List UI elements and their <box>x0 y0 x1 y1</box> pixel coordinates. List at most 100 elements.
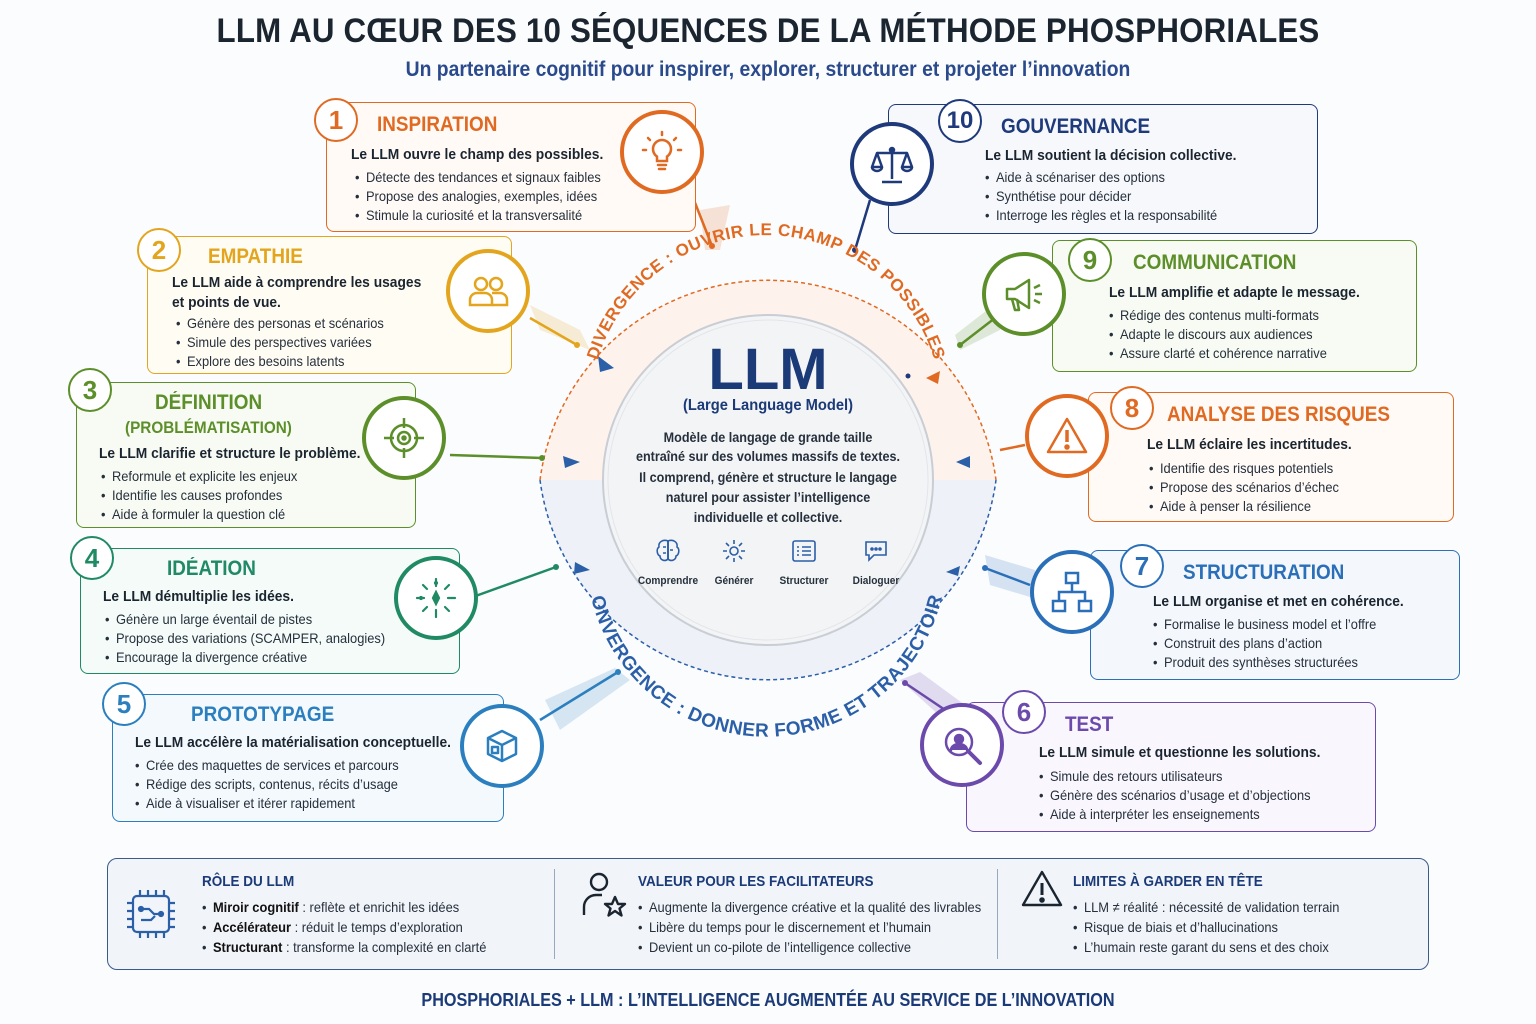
stage-icon-communication <box>982 252 1066 336</box>
cube-icon <box>486 729 518 763</box>
center-llm-fullname: (Large Language Model) <box>682 397 854 414</box>
stage-lead: Le LLM éclaire les incertitudes. <box>1147 436 1352 453</box>
stage-lead: Le LLM démultiplie les idées. <box>103 588 294 605</box>
stage-items: Détecte des tendances et signaux faibles… <box>355 168 622 225</box>
stage-item: Encourage la divergence créative <box>105 648 385 667</box>
action-structurer: Structurer <box>764 538 844 587</box>
stage-number-4: 4 <box>70 536 114 580</box>
stage-items: Crée des maquettes de services et parcou… <box>135 756 422 813</box>
stage-items: Génère un large éventail de pistes Propo… <box>105 610 409 667</box>
stage-item: Aide à interpréter les enseignements <box>1039 805 1311 824</box>
stage-item: Produit des synthèses structurées <box>1153 653 1376 672</box>
stage-lead: Le LLM accélère la matérialisation conce… <box>135 734 451 751</box>
role-item: Accélérateur : réduit le temps d’explora… <box>202 917 486 937</box>
stage-item: Interroge les règles et la responsabilit… <box>985 206 1217 225</box>
stage-items: Simule des retours utilisateurs Génère d… <box>1039 767 1334 824</box>
stage-items: Identifie des risques potentiels Propose… <box>1149 459 1355 516</box>
stage-item: Aide à scénariser des options <box>985 168 1217 187</box>
stage-item: Simule des retours utilisateurs <box>1039 767 1311 786</box>
role-title: RÔLE DU LLM <box>202 873 295 890</box>
stage-lead: Le LLM simule et questionne les solution… <box>1039 744 1321 761</box>
stage-card-communication: COMMUNICATION Le LLM amplifie et adapte … <box>1052 240 1417 372</box>
target-icon <box>384 418 424 458</box>
warning-icon <box>1021 870 1063 907</box>
convergence-arc <box>539 479 997 681</box>
megaphone-icon <box>1005 278 1042 312</box>
stage-item: Simule des perspectives variées <box>176 333 384 352</box>
value-title: VALEUR POUR LES FACILITATEURS <box>638 873 874 890</box>
center-desc-line-4: naturel pour assister l’intelligence <box>665 489 871 505</box>
stage-title: INSPIRATION <box>377 113 498 136</box>
stage-number-10: 10 <box>938 99 982 143</box>
value-section: VALEUR POUR LES FACILITATEURS Augmente l… <box>555 859 997 969</box>
stage-item: Construit des plans d’action <box>1153 634 1376 653</box>
stage-item: Assure clarté et cohérence narrative <box>1109 344 1327 363</box>
divider <box>554 869 555 959</box>
stage-items: Formalise le business model et l’offre C… <box>1153 615 1396 672</box>
stage-card-definition: DÉFINITION (PROBLÉMATISATION) Le LLM cla… <box>76 382 416 528</box>
stage-item: Génère un large éventail de pistes <box>105 610 385 629</box>
action-label: Dialoguer <box>852 575 900 587</box>
stage-lead: Le LLM soutient la décision collective. <box>985 147 1237 164</box>
stage-items: Génère des personas et scénarios Simule … <box>176 314 402 371</box>
limits-title: LIMITES À GARDER EN TÊTE <box>1073 873 1263 890</box>
stage-items: Aide à scénariser des options Synthétise… <box>985 168 1237 225</box>
users-icon <box>468 276 509 307</box>
stage-title: ANALYSE DES RISQUES <box>1167 403 1391 426</box>
scales-icon <box>870 146 914 184</box>
stage-item: Stimule la curiosité et la transversalit… <box>355 206 601 225</box>
bottom-summary-panel: RÔLE DU LLM Miroir cognitif : reflète et… <box>107 858 1429 970</box>
action-label: Comprendre <box>637 575 699 587</box>
stage-item: Détecte des tendances et signaux faibles <box>355 168 601 187</box>
chip-icon <box>127 890 175 938</box>
stage-item: Adapte le discours aux audiences <box>1109 325 1327 344</box>
limits-items: LLM ≠ réalité : nécessité de validation … <box>1073 897 1363 957</box>
spark-icon <box>415 577 457 619</box>
value-items: Augmente la divergence créative et la qu… <box>638 897 1011 957</box>
hierarchy-icon <box>1051 571 1093 613</box>
stage-title: PROTOTYPAGE <box>191 703 335 726</box>
stage-title: IDÉATION <box>167 557 256 580</box>
stage-icon-ideation <box>394 556 478 640</box>
action-label: Générer <box>714 575 754 587</box>
divider <box>997 869 998 959</box>
stage-lead: Le LLM ouvre le champ des possibles. <box>351 146 604 163</box>
stage-icon-risques <box>1025 394 1109 478</box>
stage-item: Propose des variations (SCAMPER, analogi… <box>105 629 385 648</box>
limits-item: LLM ≠ réalité : nécessité de validation … <box>1073 897 1340 917</box>
user-search-icon <box>944 727 982 765</box>
center-llm-title: LLM <box>708 337 828 402</box>
spark-icon <box>723 540 745 562</box>
value-item: Devient un co-pilote de l’intelligence c… <box>638 937 981 957</box>
action-generer: Générer <box>694 538 774 587</box>
action-comprendre: Comprendre <box>628 538 708 587</box>
stage-title: COMMUNICATION <box>1133 251 1297 274</box>
center-desc-line-1: Modèle de langage de grande taille <box>663 429 873 445</box>
page-title: LLM AU CŒUR DES 10 SÉQUENCES DE LA MÉTHO… <box>216 12 1320 50</box>
action-label: Structurer <box>779 575 829 587</box>
stage-item: Synthétise pour décider <box>985 187 1217 206</box>
stage-item: Reformule et explicite les enjeux <box>101 467 297 486</box>
stage-number-5: 5 <box>102 682 146 726</box>
warning-icon <box>1046 417 1088 454</box>
stage-number-8: 8 <box>1110 386 1154 430</box>
stage-number-1: 1 <box>314 98 358 142</box>
limits-item: Risque de biais et d’hallucinations <box>1073 917 1339 937</box>
stage-card-prototypage: PROTOTYPAGE Le LLM accélère la matériali… <box>112 694 504 822</box>
stage-item: Explore des besoins latents <box>176 352 384 371</box>
stage-number-9: 9 <box>1068 238 1112 282</box>
stage-icon-empathie <box>446 249 530 333</box>
stage-icon-prototypage <box>460 704 544 788</box>
stage-lead: Le LLM amplifie et adapte le message. <box>1109 284 1360 301</box>
action-dialoguer: Dialoguer <box>836 538 916 587</box>
page-subtitle: Un partenaire cognitif pour inspirer, ex… <box>405 58 1131 81</box>
stage-item: Propose des scénarios d’échec <box>1149 478 1339 497</box>
stage-item: Aide à formuler la question clé <box>101 505 297 524</box>
divergence-arc <box>539 279 997 481</box>
limits-section: LIMITES À GARDER EN TÊTE LLM ≠ réalité :… <box>998 859 1428 969</box>
stage-lead: Le LLM organise et met en cohérence. <box>1153 593 1404 610</box>
role-item: Structurant : transforme la complexité e… <box>202 937 486 957</box>
stage-number-3: 3 <box>68 368 112 412</box>
stage-item: Propose des analogies, exemples, idées <box>355 187 601 206</box>
value-item: Augmente la divergence créative et la qu… <box>638 897 981 917</box>
